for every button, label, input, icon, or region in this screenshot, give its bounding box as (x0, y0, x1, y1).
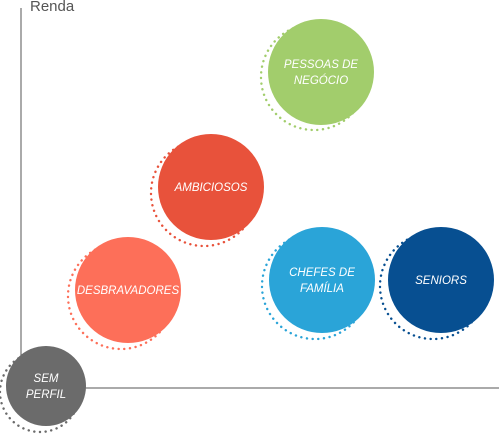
segment-label-line: FAMÍLIA (300, 282, 344, 295)
segment-label: CHEFES DE FAMÍLIA (289, 267, 355, 295)
segment-label-line: CHEFES DE (289, 267, 355, 279)
segment-label: SEM PERFIL (26, 373, 66, 401)
segment-ambiciosos: AMBICIOSOS (149, 134, 264, 248)
segment-label-line: AMBICIOSOS (174, 182, 248, 194)
segment-bubble (388, 227, 494, 333)
segment-label-line: SEM (34, 373, 59, 385)
segment-bubble (269, 227, 375, 333)
segment-label: SENIORS (415, 275, 467, 287)
segment-label: PESSOAS DE NEGÓCIO (284, 59, 358, 87)
segment-label-line: SENIORS (415, 275, 467, 287)
segment-sem-perfil: SEM PERFIL (0, 346, 86, 434)
segment-seniors: SENIORS (378, 227, 494, 341)
segment-bubble (158, 134, 264, 240)
segment-label: DESBRAVADORES (77, 285, 180, 297)
segment-bubble (75, 237, 181, 343)
segment-chefes-de-familia: CHEFES DE FAMÍLIA (260, 227, 375, 341)
segment-label: AMBICIOSOS (174, 182, 248, 194)
segment-label-line: PESSOAS DE (284, 59, 358, 71)
segment-label-line: NEGÓCIO (294, 74, 348, 87)
segment-label-line: DESBRAVADORES (77, 285, 180, 297)
segment-desbravadores: DESBRAVADORES (66, 237, 181, 351)
segment-label-line: PERFIL (26, 389, 66, 401)
y-axis-label: Renda (30, 0, 75, 15)
segment-bubble (268, 19, 374, 125)
segment-pessoas-de-negocio: PESSOAS DE NEGÓCIO (259, 19, 374, 132)
segment-bubble (6, 346, 86, 426)
